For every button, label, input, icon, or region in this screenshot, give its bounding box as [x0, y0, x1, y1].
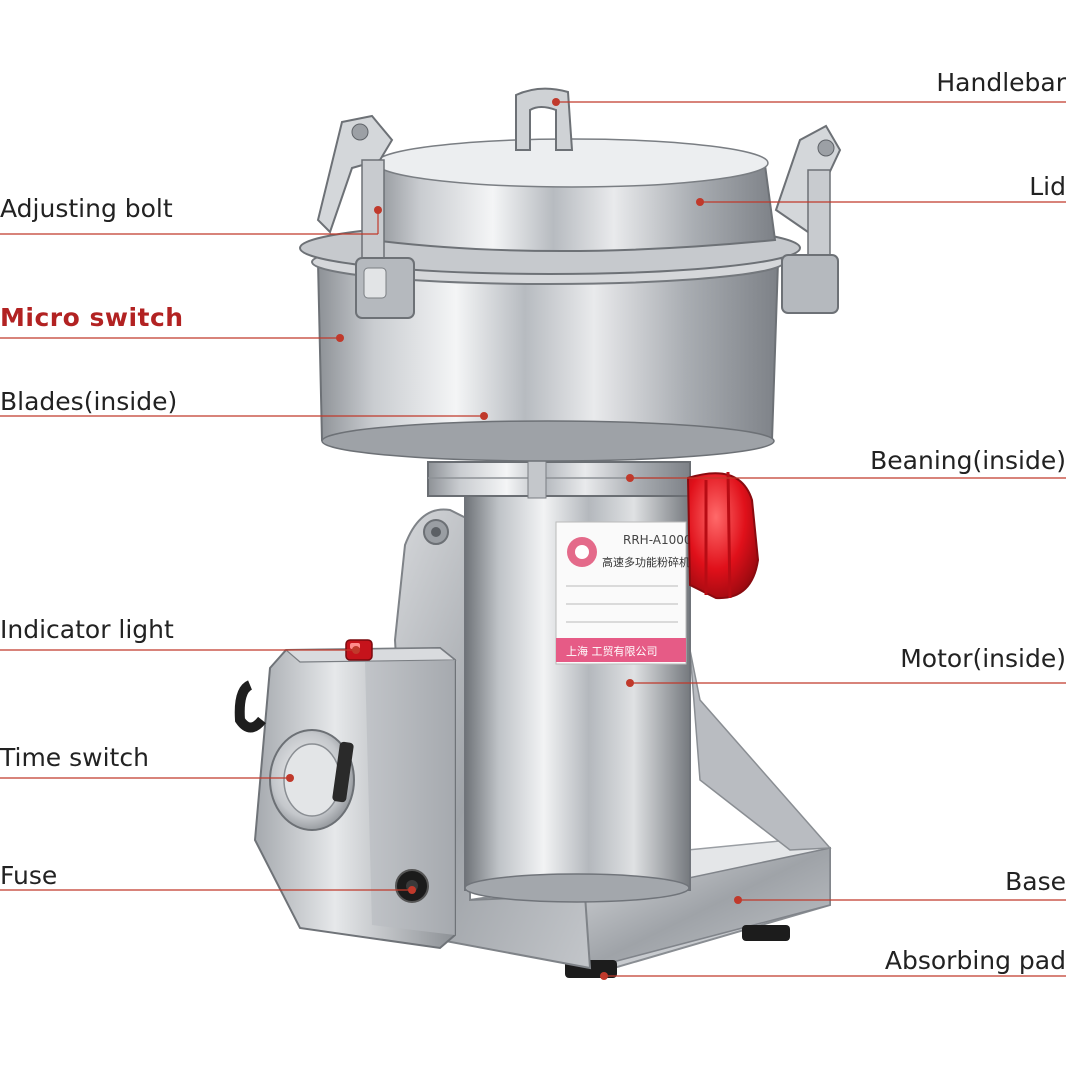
spec-row1-text: 高速多功能粉碎机: [602, 555, 690, 569]
callout-blades: Blades(inside): [0, 387, 178, 416]
callout-micro-switch: Micro switch: [0, 303, 184, 332]
callout-lid: Lid: [1029, 172, 1066, 201]
spec-label: RRH-A1000 高速多功能粉碎机 上海 工贸有限公司: [555, 521, 692, 665]
callout-beaning: Beaning(inside): [870, 446, 1066, 475]
leader-dot-time-switch: [286, 774, 294, 782]
callout-time-switch: Time switch: [0, 743, 149, 772]
leader-dot-micro-switch: [336, 334, 344, 342]
leader-dot-motor: [626, 679, 634, 687]
spec-row2-text: 上海 工贸有限公司: [566, 644, 658, 658]
leader-dot-adjusting-bolt: [374, 206, 382, 214]
leader-dot-absorbing-pad: [600, 972, 608, 980]
callout-base: Base: [1005, 867, 1066, 896]
leader-dot-lid: [696, 198, 704, 206]
leader-dot-blades: [480, 412, 488, 420]
lid-part: [299, 138, 801, 275]
leader-dot-base: [734, 896, 742, 904]
leader-dot-beaning: [626, 474, 634, 482]
callout-handlebar: Handlebar: [936, 68, 1066, 97]
spec-model-text: RRH-A1000: [623, 533, 692, 547]
red-knob: [686, 471, 760, 600]
callout-fuse: Fuse: [0, 861, 58, 890]
callout-motor: Motor(inside): [900, 644, 1066, 673]
leader-dot-indicator-light: [352, 646, 360, 654]
leader-lines: [0, 98, 1066, 980]
leader-dot-fuse: [408, 886, 416, 894]
callout-indicator-light: Indicator light: [0, 615, 174, 644]
callout-absorbing-pad: Absorbing pad: [884, 946, 1066, 975]
timer-dial: [269, 729, 355, 831]
leader-dot-handlebar: [552, 98, 560, 106]
callout-adjusting-bolt: Adjusting bolt: [0, 194, 173, 223]
right-latch: [774, 124, 842, 314]
left-latch: [316, 114, 415, 319]
